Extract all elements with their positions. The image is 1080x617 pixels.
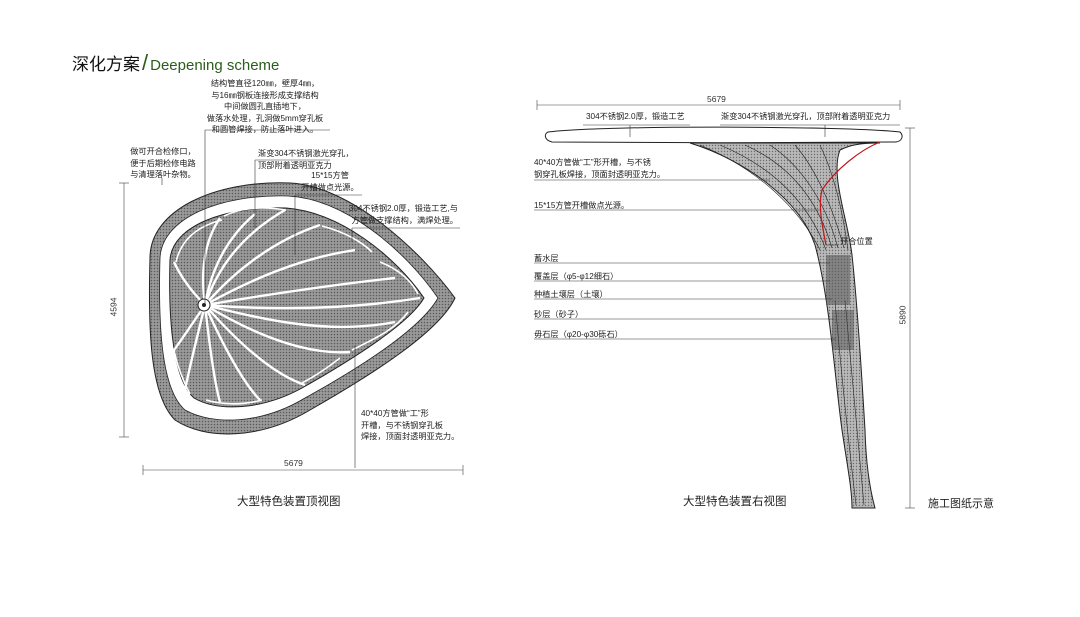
note-line: 开槽做点光源。 — [301, 182, 359, 192]
note-line: 开槽，与不锈钢穿孔板 — [361, 420, 443, 430]
side-note-open-position: 开合位置 — [840, 237, 873, 246]
note-structure-pipe: 结构管直径120㎜，壁厚4㎜， 与16㎜钢板连接形成支撑结构 中间做圆孔直插地下… — [200, 78, 330, 136]
page-title: 深化方案/Deepening scheme — [72, 50, 279, 76]
note-i-beam: 40*40方管做“工”形 开槽，与不锈钢穿孔板 焊接，顶面封透明亚克力。 — [361, 408, 459, 443]
layer-planting-soil: 种植土壤层（土壤） — [534, 290, 608, 299]
side-view-elevation — [544, 126, 903, 509]
note-gradient-perforation: 渐变304不锈钢激光穿孔， 顶部附着透明亚克力 — [258, 148, 354, 171]
side-view-top-cap — [544, 126, 903, 144]
side-view-width-dimension: 5679 — [707, 94, 726, 104]
layer-water-storage: 蓄水层 — [534, 254, 559, 263]
note-line: 便于后期检修电路 — [130, 158, 196, 168]
top-view-petal-lines — [173, 207, 419, 405]
top-view-height-dimension: 4594 — [108, 297, 119, 317]
note-line: 钢穿孔板焊接，顶面封透明亚克力。 — [534, 169, 666, 179]
side-view-open-line — [819, 141, 881, 246]
note-line: 中间做圆孔直插地下， — [224, 102, 306, 111]
side-view-trunk — [689, 142, 881, 509]
note-line: 结构管直径120㎜，壁厚4㎜， — [210, 79, 320, 88]
note-line: 做可开合检修口， — [130, 147, 196, 156]
title-slash: / — [142, 50, 149, 75]
top-view-caption: 大型特色装置顶视图 — [237, 496, 341, 508]
note-inspection-hatch: 做可开合检修口， 便于后期检修电路 与清理落叶杂物。 — [113, 146, 213, 181]
note-line: 渐变304不锈钢激光穿孔， — [258, 149, 354, 158]
note-steel-plate: 304不锈钢2.0厚，锻造工艺,与 方管做支撑结构，满焊处理。 — [338, 203, 458, 226]
layer-gravel: 毋石层（φ20-φ30砾石） — [534, 330, 623, 339]
note-line: 顶部附着透明亚克力 — [258, 160, 332, 170]
note-line: 15*15方管 — [311, 171, 349, 180]
top-view-dimensions — [119, 182, 464, 475]
note-line: 做落水处理，孔洞做5mm穿孔板 — [206, 113, 324, 123]
side-note-steel: 304不锈钢2.0厚，锻造工艺 — [586, 112, 685, 121]
layer-sand: 砂层（砂子） — [534, 310, 584, 319]
note-line: 304不锈钢2.0厚，锻造工艺,与 — [348, 204, 458, 213]
note-line: 40*40方管做“工”形开槽，与不锈 — [534, 158, 651, 167]
note-square-tube: 15*15方管 开槽做点光源。 — [298, 170, 362, 193]
side-note-light: 15*15方管开槽做点光源。 — [534, 201, 630, 210]
side-note-gradient: 渐变304不锈钢激光穿孔，顶部附着透明亚克力 — [721, 112, 891, 121]
note-line: 与清理落叶杂物。 — [130, 170, 196, 179]
top-view-width-dimension: 5679 — [284, 458, 303, 468]
title-zh: 深化方案 — [72, 55, 140, 74]
title-en: Deepening scheme — [150, 57, 280, 74]
note-line: 和圆管焊接，防止落叶进入。 — [211, 125, 319, 134]
side-view-dimensions — [536, 100, 915, 509]
side-view-leaders — [534, 124, 900, 340]
layer-cover: 覆盖层（φ5-φ12细石） — [534, 272, 619, 281]
top-view-leaders — [161, 129, 460, 468]
footer-note: 施工图纸示意 — [928, 498, 994, 510]
note-line: 与16㎜钢板连接形成支撑结构 — [211, 90, 319, 100]
top-view-plan — [148, 182, 456, 435]
note-line: 焊接，顶面封透明亚克力。 — [361, 432, 460, 441]
side-view-height-dimension: 5890 — [897, 305, 908, 325]
note-line: 40*40方管做“工”形 — [361, 409, 429, 418]
note-line: 方管做支撑结构，满焊处理。 — [351, 215, 458, 225]
side-note-i-beam: 40*40方管做“工”形开槽，与不锈 钢穿孔板焊接，顶面封透明亚克力。 — [534, 157, 665, 180]
side-view-caption: 大型特色装置右视图 — [683, 496, 787, 508]
